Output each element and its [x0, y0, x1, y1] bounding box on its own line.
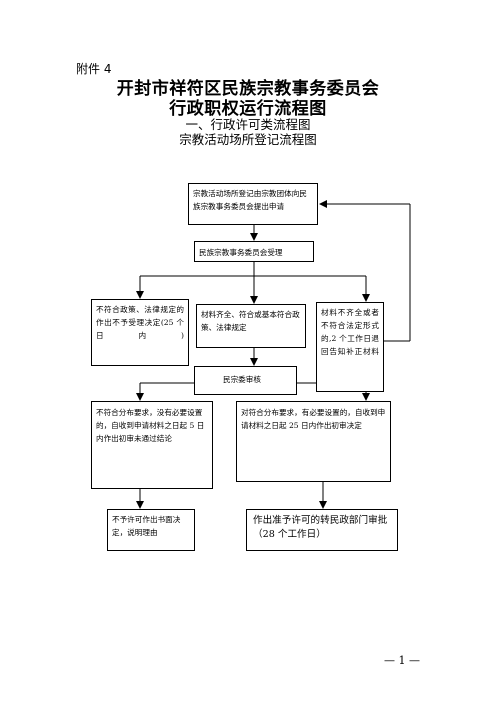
materials-incomplete-box: 材料不齐全或者不符合法定形式的,2 个工作日退回告知补正材料 [316, 302, 384, 392]
reject-policy-box: 不符合政策、法律规定的作出不予受理决定(25 个日内) [91, 299, 189, 366]
approve-transfer-box: 作出准予许可的转民政部门审批（28 个工作日） [246, 509, 398, 551]
attachment-label: 附件 4 [76, 62, 112, 76]
materials-complete-box: 材料齐全、符合或基本符合政策、法律规定 [196, 304, 306, 348]
document-title-line2: 行政职权运行流程图 [169, 99, 327, 119]
page-number: — 1 — [384, 654, 420, 667]
apply-step-box: 宗教活动场所登记由宗教团体向民族宗教事务委员会提出申请 [188, 183, 318, 225]
deny-written-decision-box: 不予许可作出书面决定，说明理由 [107, 509, 195, 551]
meet-requirement-box: 对符合分布要求，有必要设置的，自收到申请材料之日起 25 日内作出初审决定 [236, 401, 391, 482]
accept-step-box: 民族宗教事务委员会受理 [194, 241, 314, 262]
section-heading: 一、行政许可类流程图 [185, 117, 311, 132]
flowchart-title: 宗教活动场所登记流程图 [179, 132, 317, 147]
review-step-box: 民宗委审核 [194, 366, 297, 395]
not-meet-requirement-box: 不符合分布要求，没有必要设置的，自收到申请材料之日起 5 日内作出初审未通过结论 [91, 401, 213, 489]
document-title: 开封市祥符区民族宗教事务委员会 [116, 79, 380, 99]
